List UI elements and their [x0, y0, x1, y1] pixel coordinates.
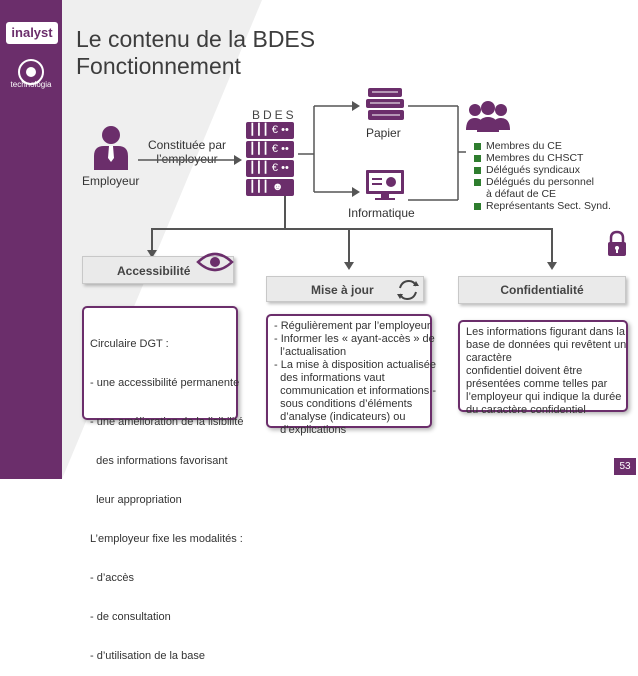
- accessibility-line: - une amélioration de la lisibilité: [90, 416, 244, 428]
- accessibility-line: - d’utilisation de la base: [90, 650, 205, 662]
- refresh-icon: [397, 279, 419, 301]
- paper-label: Papier: [366, 126, 401, 140]
- arrow-down-accessibility: [147, 228, 157, 258]
- update-line: - Régulièrement par l’employeur: [274, 320, 431, 332]
- accessibility-line: - une accessibilité permanente: [90, 377, 240, 389]
- arrow-to-bdes: [138, 155, 242, 165]
- update-line: - La mise à disposition actualisée: [274, 359, 437, 371]
- legend-item: Représentants Sect. Synd.: [474, 200, 611, 212]
- recipients-bracket: [408, 105, 466, 201]
- confidentiality-content: Les informations figurant dans la base d…: [458, 320, 628, 416]
- page-title: Le contenu de la BDES Fonctionnement: [76, 26, 315, 80]
- constituted-line-2: l’employeur: [156, 152, 218, 166]
- update-line: l’actualisation: [274, 346, 347, 358]
- recipients-legend: Membres du CE Membres du CHSCT Délégués …: [474, 140, 611, 212]
- books-icon: [366, 88, 404, 120]
- arrow-down-confidentiality: [547, 228, 557, 270]
- accessibility-line: - d’accès: [90, 572, 135, 584]
- legend-item: Membres du CE: [474, 140, 611, 152]
- legend-square-icon: [474, 178, 481, 186]
- title-line-1: Le contenu de la BDES: [76, 26, 316, 52]
- digital-label: Informatique: [348, 206, 415, 220]
- update-line: communication et informations -: [274, 385, 437, 397]
- constituted-caption: Constituée par l’employeur: [144, 138, 230, 166]
- confidentiality-line: présentées comme telles par: [466, 378, 608, 390]
- title-line-2: Fonctionnement: [76, 53, 241, 79]
- computer-screen-icon: [366, 170, 404, 200]
- brand-logo: inalyst: [6, 22, 58, 44]
- update-line: d’explications: [274, 424, 347, 436]
- technologia-logo-text: technologia: [10, 80, 52, 89]
- legend-item: Délégués syndicaux: [474, 164, 611, 176]
- confidentiality-line: caractère: [466, 352, 512, 364]
- update-content: - Régulièrement par l’employeur - Inform…: [266, 314, 437, 436]
- confidentiality-line: Les informations figurant dans la: [466, 326, 625, 338]
- legend-item: Membres du CHSCT: [474, 152, 611, 164]
- update-line: des informations vaut: [274, 372, 385, 384]
- update-line: d’analyse (indicateurs) ou: [274, 411, 406, 423]
- legend-square-icon: [474, 154, 481, 162]
- bdes-label: BDES: [252, 108, 297, 122]
- technologia-logo-icon: [18, 59, 44, 85]
- page-number: 53: [614, 458, 636, 475]
- bdes-down-line: [284, 196, 286, 230]
- update-line: - Informer les « ayant-accès » de: [274, 333, 435, 345]
- server-row-4: ┃┃┃ ☻ ••: [246, 179, 294, 210]
- lock-icon: [608, 230, 626, 256]
- distribution-line: [151, 228, 553, 230]
- accessibility-line: Circulaire DGT :: [90, 338, 169, 350]
- eye-icon: [196, 252, 234, 272]
- legend-square-icon: [474, 202, 481, 210]
- confidentiality-line: confidentiel doivent être: [466, 365, 583, 377]
- accessibility-line: L’employeur fixe les modalités :: [90, 533, 243, 545]
- server-row-1: ┃┃┃ € ••: [246, 122, 294, 139]
- employer-icon: [94, 126, 128, 170]
- accessibility-content: Circulaire DGT : - une accessibilité per…: [82, 306, 243, 662]
- confidentiality-header: Confidentialité: [458, 276, 626, 304]
- bdes-connectors: [298, 101, 360, 197]
- update-header: Mise à jour: [266, 276, 424, 302]
- accessibility-line: des informations favorisant: [90, 455, 228, 467]
- server-row-3: ┃┃┃ € ••: [246, 160, 294, 177]
- bdes-server-icon: ┃┃┃ € •• ┃┃┃ € •• ┃┃┃ € •• ┃┃┃ ☻ ••: [246, 122, 294, 210]
- update-line: sous conditions d’éléments: [274, 398, 413, 410]
- legend-square-icon: [474, 166, 481, 174]
- confidentiality-line: du caractère confidentiel: [466, 404, 586, 416]
- confidentiality-line: base de données qui revêtent un: [466, 339, 627, 351]
- group-icon: [466, 101, 510, 132]
- confidentiality-line: l’employeur qui indique la durée: [466, 391, 622, 403]
- arrow-down-update: [344, 228, 354, 270]
- sidebar: [0, 0, 62, 479]
- constituted-line-1: Constituée par: [147, 138, 227, 152]
- employer-label: Employeur: [82, 174, 140, 188]
- legend-item: Délégués du personnel: [474, 176, 611, 188]
- accessibility-line: - de consultation: [90, 611, 171, 623]
- legend-sub-note: à défaut de CE: [486, 188, 557, 200]
- legend-square-icon: [474, 142, 481, 150]
- server-row-2: ┃┃┃ € ••: [246, 141, 294, 158]
- accessibility-line: leur appropriation: [90, 494, 182, 506]
